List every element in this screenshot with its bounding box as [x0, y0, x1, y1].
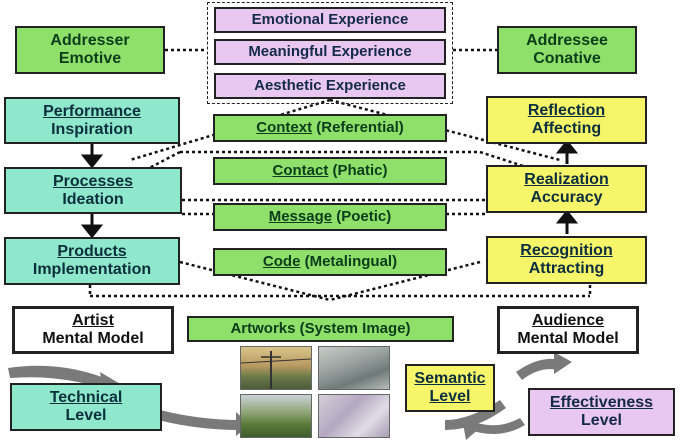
- message-key: Message: [268, 207, 333, 225]
- contact-key: Contact: [272, 161, 329, 179]
- processes-box: Processes Ideation: [4, 167, 182, 214]
- audience-title: Audience: [531, 312, 604, 330]
- semantic-level-box: Semantic Level: [405, 364, 495, 412]
- experience-group-frame: [207, 2, 453, 104]
- realization-subtitle: Accuracy: [530, 189, 603, 206]
- semantic-title: Semantic: [414, 370, 486, 388]
- aesthetic-experience-label: Aesthetic Experience: [254, 76, 406, 94]
- addresser-title: Addresser: [50, 32, 130, 50]
- arrow-semantic-audience: [516, 358, 560, 380]
- reflection-subtitle: Affecting: [531, 120, 602, 137]
- context-box: Context (Referential): [213, 114, 447, 142]
- message-rest: (Poetic): [332, 207, 392, 225]
- code-rest: (Metalingual): [300, 252, 398, 270]
- recognition-box: Recognition Attracting: [486, 236, 647, 284]
- meaningful-experience-label: Meaningful Experience: [248, 42, 412, 60]
- addressee-title: Addressee: [526, 32, 608, 50]
- connector-code-right: [329, 260, 481, 302]
- emotional-experience-box: Emotional Experience: [214, 7, 446, 33]
- context-key: Context: [256, 118, 313, 136]
- addresser-box: Addresser Emotive: [15, 26, 165, 74]
- technical-title: Technical: [49, 389, 123, 407]
- effectiveness-title: Effectiveness: [549, 394, 654, 412]
- recognition-title: Recognition: [520, 242, 613, 260]
- artwork-thumbnail-4: [318, 394, 390, 438]
- performance-subtitle: Inspiration: [51, 120, 133, 138]
- contact-rest: (Phatic): [328, 161, 388, 179]
- products-subtitle: Implementation: [32, 261, 152, 278]
- artworks-box: Artworks (System Image): [187, 316, 454, 342]
- connector-code-left: [179, 260, 331, 302]
- context-rest: (Referential): [312, 118, 404, 136]
- artist-box: Artist Mental Model: [12, 306, 174, 354]
- message-box: Message (Poetic): [213, 203, 447, 231]
- semantic-subtitle: Level: [429, 388, 471, 405]
- effectiveness-subtitle: Level: [581, 412, 622, 429]
- technical-level-box: Technical Level: [10, 383, 162, 431]
- reflection-box: Reflection Affecting: [486, 96, 647, 144]
- artwork-thumbnail-3: [240, 394, 312, 438]
- arrow-effectiveness-artworks: [470, 418, 525, 434]
- power-line-icon: [240, 351, 312, 389]
- artwork-thumbnail-1: [240, 346, 312, 390]
- code-key: Code: [262, 252, 301, 270]
- technical-subtitle: Level: [65, 407, 107, 424]
- artwork-thumbnail-2: [318, 346, 390, 390]
- reflection-title: Reflection: [527, 102, 606, 120]
- meaningful-experience-box: Meaningful Experience: [214, 39, 446, 65]
- addressee-box: Addressee Conative: [497, 26, 637, 74]
- processes-subtitle: Ideation: [62, 190, 124, 208]
- addressee-subtitle: Conative: [533, 50, 601, 67]
- addresser-subtitle: Emotive: [58, 50, 122, 67]
- performance-title: Performance: [43, 102, 141, 120]
- realization-title: Realization: [524, 171, 609, 189]
- artworks-label: Artworks (System Image): [230, 319, 411, 337]
- processes-title: Processes: [52, 172, 134, 190]
- recognition-subtitle: Attracting: [528, 260, 605, 277]
- performance-box: Performance Inspiration: [4, 97, 180, 144]
- arrow-artist-technical: [8, 365, 110, 390]
- artist-title: Artist: [72, 312, 114, 330]
- artist-subtitle: Mental Model: [42, 330, 144, 347]
- products-box: Products Implementation: [4, 237, 180, 285]
- effectiveness-level-box: Effectiveness Level: [528, 388, 675, 436]
- arrow-technical-artworks: [158, 410, 240, 430]
- realization-box: Realization Accuracy: [486, 165, 647, 213]
- code-box: Code (Metalingual): [213, 248, 447, 276]
- contact-box: Contact (Phatic): [213, 157, 447, 185]
- audience-subtitle: Mental Model: [517, 330, 619, 347]
- aesthetic-experience-box: Aesthetic Experience: [214, 73, 446, 99]
- products-title: Products: [57, 243, 127, 261]
- audience-box: Audience Mental Model: [497, 306, 639, 354]
- emotional-experience-label: Emotional Experience: [251, 10, 409, 28]
- connector-stack-reflection: [329, 98, 561, 162]
